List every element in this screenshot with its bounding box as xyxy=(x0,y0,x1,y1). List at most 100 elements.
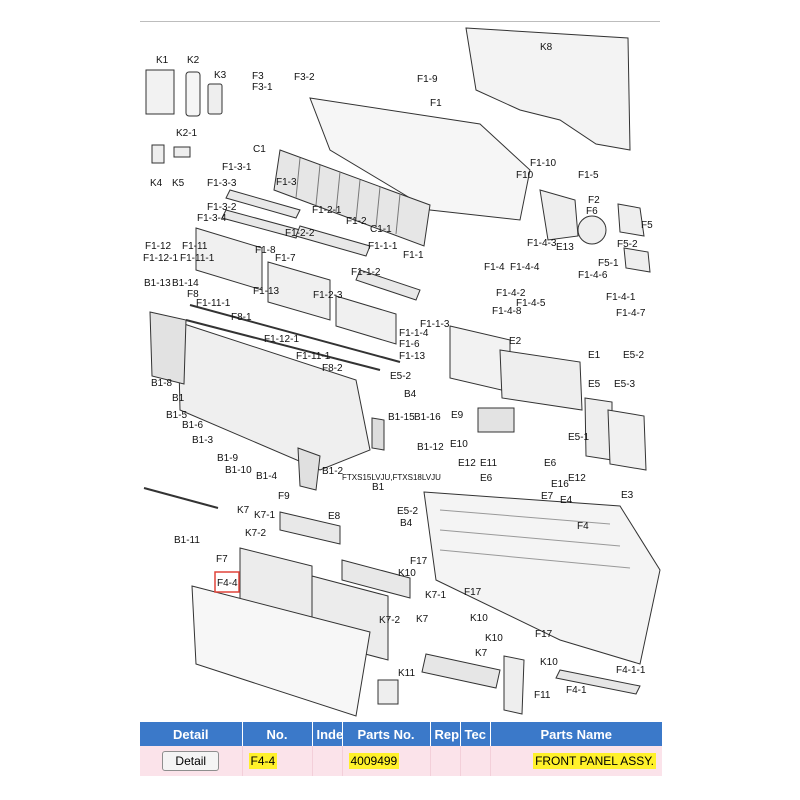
label-k2: K2 xyxy=(187,55,200,66)
label-f10: F10 xyxy=(516,170,534,181)
label-f6: F6 xyxy=(586,206,598,217)
label-f1-11: F1-11 xyxy=(182,241,208,252)
label-f1-4-7: F1-4-7 xyxy=(616,308,646,319)
label-f1-6: F1-6 xyxy=(399,339,420,350)
label-k8: K8 xyxy=(540,42,553,53)
label-b1-10: B1-10 xyxy=(225,465,252,476)
label-f1-5: F1-5 xyxy=(578,170,599,181)
part-number-ref: F4-4 xyxy=(248,753,278,769)
label-k11: K11 xyxy=(398,668,415,679)
label-b1-4: B1-4 xyxy=(256,471,278,482)
label-f1-12-1b: F1-12-1 xyxy=(264,334,299,345)
label-f1-11-1c: F1-11-1 xyxy=(296,351,331,362)
label-f1-3-4: F1-3-4 xyxy=(197,213,227,224)
label-f1-4-8: F1-4-8 xyxy=(492,306,522,317)
header-tec: Tec xyxy=(460,722,491,746)
header-parts-no: Parts No. xyxy=(342,722,431,746)
label-e10: E10 xyxy=(450,439,468,450)
label-k7-2b: K7-2 xyxy=(379,615,401,626)
label-b1-11: B1-11 xyxy=(174,535,200,546)
detail-button[interactable]: Detail xyxy=(162,751,220,771)
label-e12b: E12 xyxy=(568,473,586,484)
cell-parts-name: FRONT PANEL ASSY. xyxy=(490,746,662,776)
motor-rotor-shape xyxy=(577,215,607,245)
label-f1-1-4: F1-1-4 xyxy=(399,328,429,339)
label-f1-2-1: F1-2-1 xyxy=(312,205,342,216)
cell-detail: Detail xyxy=(140,746,243,776)
side-cover-shape xyxy=(149,311,187,385)
filter-mid-shape xyxy=(267,261,331,321)
label-f11: F11 xyxy=(534,690,551,701)
cell-index xyxy=(312,746,343,776)
header-parts-name: Parts Name xyxy=(490,722,662,746)
label-k7c: K7 xyxy=(475,648,488,659)
label-f1-3-3: F1-3-3 xyxy=(207,178,237,189)
label-f1-9: F1-9 xyxy=(417,74,438,85)
cell-tec xyxy=(460,746,491,776)
label-k7-1b: K7-1 xyxy=(425,590,447,601)
label-b1: B1 xyxy=(172,393,185,404)
parts-name-value: FRONT PANEL ASSY. xyxy=(533,753,656,769)
label-b1b: B1 xyxy=(372,482,385,493)
label-e12: E12 xyxy=(458,458,476,469)
label-k7b: K7 xyxy=(416,614,429,625)
label-f5-1: F5-1 xyxy=(598,258,619,269)
label-f1-12: F1-12 xyxy=(145,241,172,252)
label-f1-3: F1-3 xyxy=(276,177,297,188)
label-f1-7: F1-7 xyxy=(275,253,296,264)
label-b1-15: B1-15 xyxy=(388,412,415,423)
main-frame-shape xyxy=(309,97,531,221)
filter-right-shape xyxy=(335,295,397,345)
label-e2: E2 xyxy=(509,336,522,347)
diagram-drawing: K1 K2 K3 K2-1 K4 K5 F3 F3-1 F3-2 F1-9 F1… xyxy=(143,27,661,717)
label-f1-2-2: F1-2-2 xyxy=(285,228,315,239)
label-f17c: F17 xyxy=(535,629,553,640)
label-f1-4-1: F1-4-1 xyxy=(606,292,636,303)
label-b1-16: B1-16 xyxy=(414,412,441,423)
label-f1-11-1: F1-11-1 xyxy=(180,253,215,264)
label-c1: C1 xyxy=(253,144,266,155)
header-no: No. xyxy=(242,722,313,746)
label-k10: K10 xyxy=(398,568,416,579)
label-f1-13b: F1-13 xyxy=(399,351,426,362)
label-b4b: B4 xyxy=(400,518,413,529)
label-b1-5: B1-5 xyxy=(166,410,188,421)
manual-card-shape xyxy=(145,69,175,115)
label-e13: E13 xyxy=(556,242,574,253)
label-f5-2: F5-2 xyxy=(617,239,638,250)
label-f1: F1 xyxy=(430,98,442,109)
label-e6b: E6 xyxy=(480,473,493,484)
label-k10b: K10 xyxy=(470,613,488,624)
label-f1-1-2: F1-1-2 xyxy=(351,267,381,278)
label-f1-1-3: F1-1-3 xyxy=(420,319,450,330)
parts-table-header: Detail No. Inde Parts No. Rep Tec Parts … xyxy=(140,722,662,746)
front-housing-shape xyxy=(423,491,661,665)
label-b1-9: B1-9 xyxy=(217,453,239,464)
remote-holder-shape xyxy=(207,83,223,115)
label-e7: E7 xyxy=(541,491,554,502)
label-f1-4-4: F1-4-4 xyxy=(510,262,540,273)
table-row: Detail F4-4 4009499 FRONT PANEL ASSY. xyxy=(140,746,662,776)
label-f3-1: F3-1 xyxy=(252,82,273,93)
label-f1-4-6: F1-4-6 xyxy=(578,270,608,281)
label-e16: E16 xyxy=(551,479,569,490)
label-f9: F9 xyxy=(278,491,290,502)
e3-cover-shape xyxy=(607,409,647,471)
label-f8-2: F8-2 xyxy=(322,363,343,374)
label-k5: K5 xyxy=(172,178,185,189)
label-e3: E3 xyxy=(621,490,634,501)
label-b1-2: B1-2 xyxy=(322,466,344,477)
label-k10c: K10 xyxy=(485,633,503,644)
label-f4: F4 xyxy=(577,521,589,532)
label-b1-3: B1-3 xyxy=(192,435,214,446)
header-index: Inde xyxy=(312,722,343,746)
label-k4: K4 xyxy=(150,178,163,189)
label-e4: E4 xyxy=(560,495,573,506)
label-k3: K3 xyxy=(214,70,227,81)
label-e5-2c: E5-2 xyxy=(397,506,419,517)
label-k2-1: K2-1 xyxy=(176,128,198,139)
label-f1-3-1: F1-3-1 xyxy=(222,162,252,173)
label-f7: F7 xyxy=(216,554,228,565)
label-k10d: K10 xyxy=(540,657,558,668)
label-b1-8: B1-8 xyxy=(151,378,173,389)
